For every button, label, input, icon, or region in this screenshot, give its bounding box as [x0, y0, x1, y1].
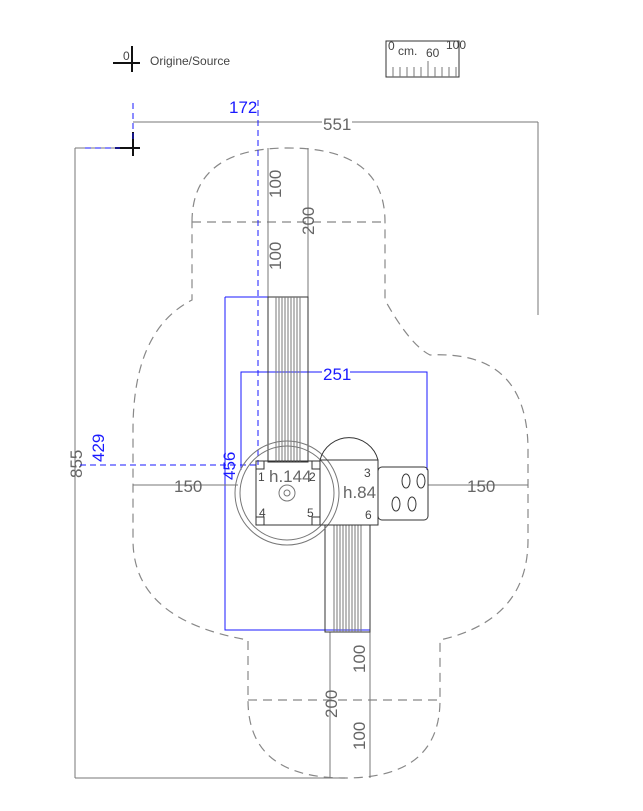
scale-start: 0 — [388, 39, 395, 53]
bottom-clearance-2-label: 200 — [322, 690, 341, 718]
post-2: 2 — [309, 470, 316, 484]
post-6: 6 — [365, 508, 372, 522]
scale-end: 100 — [446, 38, 466, 52]
tower-main-height: h.144 — [269, 467, 312, 486]
origin-symbol-icon: 0 — [113, 46, 140, 72]
scale-bar: 0 cm. 60 100 — [385, 38, 466, 78]
origin-y-label: 429 — [89, 434, 108, 462]
origin-x-label: 172 — [229, 98, 257, 117]
bottom-clearance-3-label: 100 — [350, 722, 369, 750]
overall-length-label: 855 — [67, 450, 86, 478]
tower-second: h.84 3 6 — [319, 437, 379, 526]
tower-second-height: h.84 — [343, 483, 376, 502]
post-4: 4 — [259, 506, 266, 520]
equipment-length-label: 456 — [220, 452, 239, 480]
dimension-855: 855 — [67, 147, 345, 779]
dimension-551: 551 — [133, 112, 539, 315]
post-3: 3 — [364, 466, 371, 480]
origin-legend: 0 Origine/Source — [113, 46, 230, 72]
scale-unit: cm. — [398, 44, 417, 58]
overall-width-label: 551 — [323, 115, 351, 134]
top-clearance-3-label: 100 — [266, 242, 285, 270]
tower-main: h.144 1 2 4 5 — [234, 440, 340, 546]
bottom-clearance-1-label: 100 — [350, 645, 369, 673]
origin-legend-label: Origine/Source — [150, 54, 230, 68]
slide-bottom — [324, 524, 371, 633]
post-5: 5 — [307, 506, 314, 520]
right-clearance-label: 150 — [467, 477, 495, 496]
origin-marker-icon — [115, 132, 140, 156]
equipment-width-label: 251 — [323, 365, 351, 384]
left-clearance-label: 150 — [174, 477, 202, 496]
scale-mid: 60 — [426, 46, 440, 60]
dimension-251-line — [240, 371, 428, 470]
slide-top — [267, 296, 309, 463]
top-clearance-1-label: 100 — [266, 170, 285, 198]
post-1: 1 — [258, 470, 265, 484]
top-clearance-2-label: 200 — [299, 207, 318, 235]
origin-symbol-text: 0 — [123, 49, 130, 63]
climbing-panel — [377, 466, 429, 521]
safety-zone-outline — [132, 147, 529, 779]
